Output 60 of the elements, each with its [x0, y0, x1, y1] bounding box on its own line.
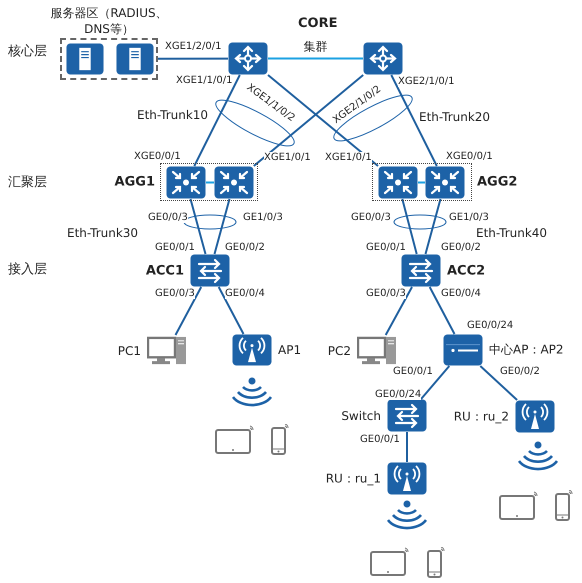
device-label: Switch — [341, 408, 381, 422]
group-label: AGG2 — [477, 174, 518, 190]
network-link — [384, 286, 413, 336]
network-link — [193, 74, 241, 166]
port-label: GE0/0/2 — [225, 242, 265, 253]
network-link — [418, 182, 425, 184]
trunk-label: Eth-Trunk10 — [137, 108, 208, 122]
port-label: GE0/0/3 — [366, 288, 406, 299]
port-label: GE0/0/1 — [155, 242, 195, 253]
port-label: GE0/0/1 — [366, 242, 406, 253]
port-label: XGE0/0/1 — [134, 151, 181, 162]
port-label: GE0/0/3 — [148, 212, 188, 223]
edge-label: 集群 — [302, 38, 330, 55]
port-label: GE0/0/4 — [225, 288, 265, 299]
port-label: XGE2/1/0/1 — [398, 76, 454, 87]
port-label: GE0/0/1 — [360, 434, 400, 445]
device-label: ACC2 — [447, 263, 486, 278]
device-label: 中心AP：AP2 — [489, 342, 564, 358]
port-label: GE1/0/3 — [449, 212, 489, 223]
trunk-label: Eth-Trunk20 — [419, 110, 490, 124]
group-label: 服务器区（RADIUS、DNS等） — [49, 4, 169, 37]
port-label: GE0/0/2 — [441, 242, 481, 253]
network-link — [480, 365, 518, 401]
layer-label: 汇聚层 — [8, 174, 47, 191]
device-label: PC2 — [328, 344, 351, 358]
port-label: GE0/0/2 — [500, 366, 540, 377]
port-label: GE0/0/3 — [155, 288, 195, 299]
port-label: GE1/0/3 — [243, 212, 283, 223]
device-label: RU：ru_2 — [454, 408, 509, 425]
network-link — [158, 58, 228, 60]
network-link — [206, 182, 214, 184]
port-label: GE0/0/4 — [441, 288, 481, 299]
group-label: AGG1 — [114, 174, 155, 190]
port-label: GE0/0/3 — [351, 212, 391, 223]
network-link — [174, 286, 202, 336]
network-link — [218, 286, 244, 334]
network-link — [267, 74, 379, 167]
port-label: XGE1/0/1 — [325, 152, 372, 163]
device-label: ACC1 — [146, 263, 184, 278]
port-label: GE0/0/24 — [375, 389, 422, 400]
layer-label: 接入层 — [8, 261, 47, 278]
network-link — [420, 365, 450, 400]
port-label: GE0/0/1 — [393, 366, 433, 377]
port-label: XGE1/0/1 — [264, 152, 311, 163]
network-link — [390, 74, 438, 166]
group-label: CORE — [298, 16, 338, 31]
port-label: XGE0/0/1 — [446, 151, 493, 162]
network-link — [268, 58, 363, 60]
port-label: XGE1/2/0/1 — [165, 41, 222, 52]
trunk-label: Eth-Trunk30 — [67, 226, 138, 240]
layer-label: 核心层 — [8, 43, 47, 60]
network-link — [428, 286, 456, 334]
port-label: GE0/0/24 — [467, 320, 514, 331]
trunk-label: Eth-Trunk40 — [476, 226, 548, 240]
device-label: RU：ru_1 — [326, 470, 381, 487]
device-label: PC1 — [118, 344, 141, 358]
device-label: AP1 — [278, 343, 302, 357]
port-label: XGE1/1/0/1 — [176, 75, 232, 86]
network-link — [253, 74, 364, 167]
network-link — [406, 432, 408, 462]
